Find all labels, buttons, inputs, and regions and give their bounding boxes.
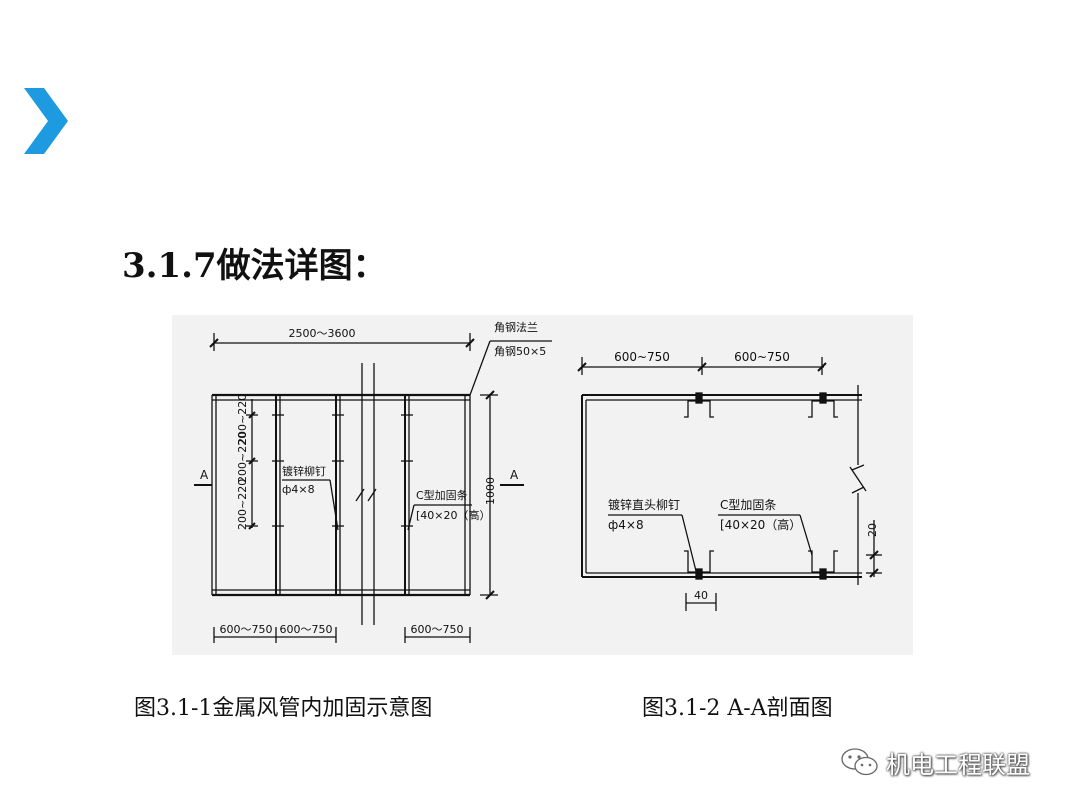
right-cbar-label-line2: [40×20（高） bbox=[720, 517, 801, 532]
flange-label-line1: 角钢法兰 bbox=[494, 320, 538, 334]
dim-top-2: 600~750 bbox=[734, 350, 790, 364]
cbar-label-line1: C型加固条 bbox=[416, 488, 468, 502]
rivet-label-line1: 镀锌柳钉 bbox=[282, 464, 326, 478]
watermark: 机电工程联盟 bbox=[840, 744, 1030, 780]
caption-left: 图3.1-1金属风管内加固示意图 bbox=[134, 696, 433, 721]
dim-bottom-40: 40 bbox=[694, 589, 708, 602]
dim-total-label: 2500～3600 bbox=[289, 327, 356, 340]
section-mark-left: A bbox=[200, 468, 209, 482]
flange-label-line2: 角钢50×5 bbox=[494, 345, 546, 358]
dim-height-label: 1000 bbox=[484, 477, 497, 505]
dim-spacing-bottom: 200~220 bbox=[236, 479, 249, 530]
right-rivet-label-line1: 镀锌直头柳钉 bbox=[608, 498, 680, 512]
right-cbar-label-line1: C型加固条 bbox=[720, 498, 776, 512]
dim-spacing-mid: 200~220 bbox=[236, 432, 249, 483]
caption-right: 图3.1-2 A-A剖面图 bbox=[642, 696, 833, 721]
section-mark-right: A bbox=[510, 468, 519, 482]
slide-title: 3.1.7做法详图： bbox=[122, 246, 387, 286]
right-rivet-label-line2: ф4×8 bbox=[608, 518, 644, 532]
cbar-label-line2: [40×20（高） bbox=[416, 508, 491, 522]
detail-figure: 2500～3600 角钢法兰 角钢50×5 A A 200~220 200~22… bbox=[172, 315, 913, 655]
chevron-right-icon bbox=[24, 88, 68, 154]
dim-bottom-1: 600～750 bbox=[220, 623, 273, 636]
dim-side-label: 20 bbox=[866, 523, 879, 537]
rivet-label-line2: ф4×8 bbox=[282, 483, 315, 496]
watermark-text: 机电工程联盟 bbox=[886, 750, 1030, 779]
wechat-icon bbox=[841, 748, 878, 776]
dim-bottom-2: 600～750 bbox=[280, 623, 333, 636]
dim-top-1: 600~750 bbox=[614, 350, 670, 364]
dim-bottom-3: 600～750 bbox=[411, 623, 464, 636]
dim-spacing-top: 200~220 bbox=[236, 394, 249, 445]
